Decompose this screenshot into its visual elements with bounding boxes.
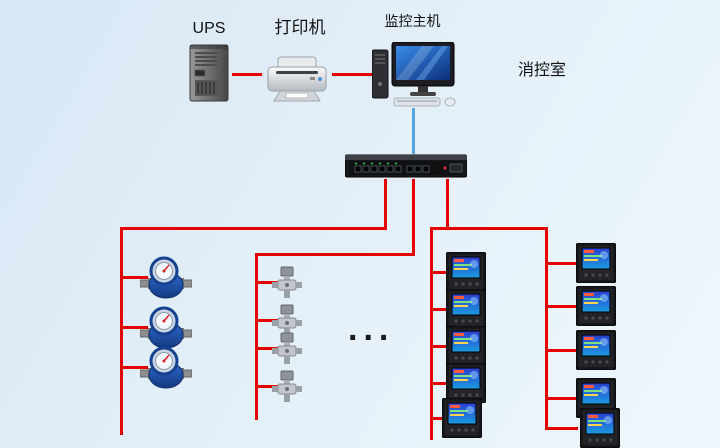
stub-meter-outer-2	[547, 305, 578, 308]
stub-meter-outer-1	[547, 262, 578, 265]
stub-meter-outer-5	[547, 427, 578, 430]
bus-drop-left	[384, 179, 387, 230]
stub-meter-inner-2	[432, 308, 448, 311]
stub-valve-2	[257, 319, 279, 322]
power-meter-icon	[446, 326, 486, 366]
link-ups-printer	[232, 73, 262, 76]
switch-icon	[345, 153, 467, 179]
link-printer-host	[332, 73, 372, 76]
ellipsis-more-devices: ...	[348, 310, 395, 348]
stub-meter-outer-4	[547, 397, 578, 400]
stub-meter-inner-3	[432, 345, 448, 348]
host-label: 监控主机	[384, 13, 441, 29]
power-meter-icon	[446, 363, 486, 403]
power-meter-icon	[580, 408, 620, 448]
power-meter-icon	[576, 286, 616, 326]
power-meter-icon	[576, 243, 616, 283]
bus-drop-right	[446, 179, 449, 230]
link-host-switch	[412, 108, 415, 154]
bus-middle-horizontal	[255, 253, 415, 256]
stub-meter-inner-4	[432, 382, 448, 385]
water-meter-icon	[140, 346, 192, 392]
ups-tower-icon	[186, 44, 232, 102]
stub-meter-outer-3	[547, 349, 578, 352]
bus-right-horizontal	[430, 227, 548, 230]
power-meter-icon	[446, 252, 486, 292]
bus-left-horizontal	[120, 227, 387, 230]
bus-middle-vertical	[255, 253, 258, 420]
bus-left-vertical	[120, 227, 123, 435]
stub-meter-inner-5	[432, 417, 448, 420]
bus-drop-middle	[412, 179, 415, 256]
stub-water-meter-3	[122, 366, 148, 369]
bus-right-outer-vertical	[545, 227, 548, 430]
monitoring-computer-icon	[372, 42, 460, 108]
printer-icon	[262, 55, 332, 105]
valve-icon	[272, 370, 302, 402]
bus-right-inner-vertical	[430, 227, 433, 440]
printer-label: 打印机	[274, 18, 326, 37]
room-label: 消控室	[517, 62, 566, 79]
valve-icon	[272, 332, 302, 364]
stub-water-meter-1	[122, 276, 148, 279]
valve-icon	[272, 266, 302, 298]
stub-valve-4	[257, 385, 279, 388]
stub-meter-inner-1	[432, 271, 448, 274]
power-meter-icon	[442, 398, 482, 438]
power-meter-icon	[446, 289, 486, 329]
stub-valve-1	[257, 281, 279, 284]
ups-label: UPS	[192, 20, 226, 37]
power-meter-icon	[576, 330, 616, 370]
stub-valve-3	[257, 347, 279, 350]
water-meter-icon	[140, 256, 192, 302]
stub-water-meter-2	[122, 326, 148, 329]
